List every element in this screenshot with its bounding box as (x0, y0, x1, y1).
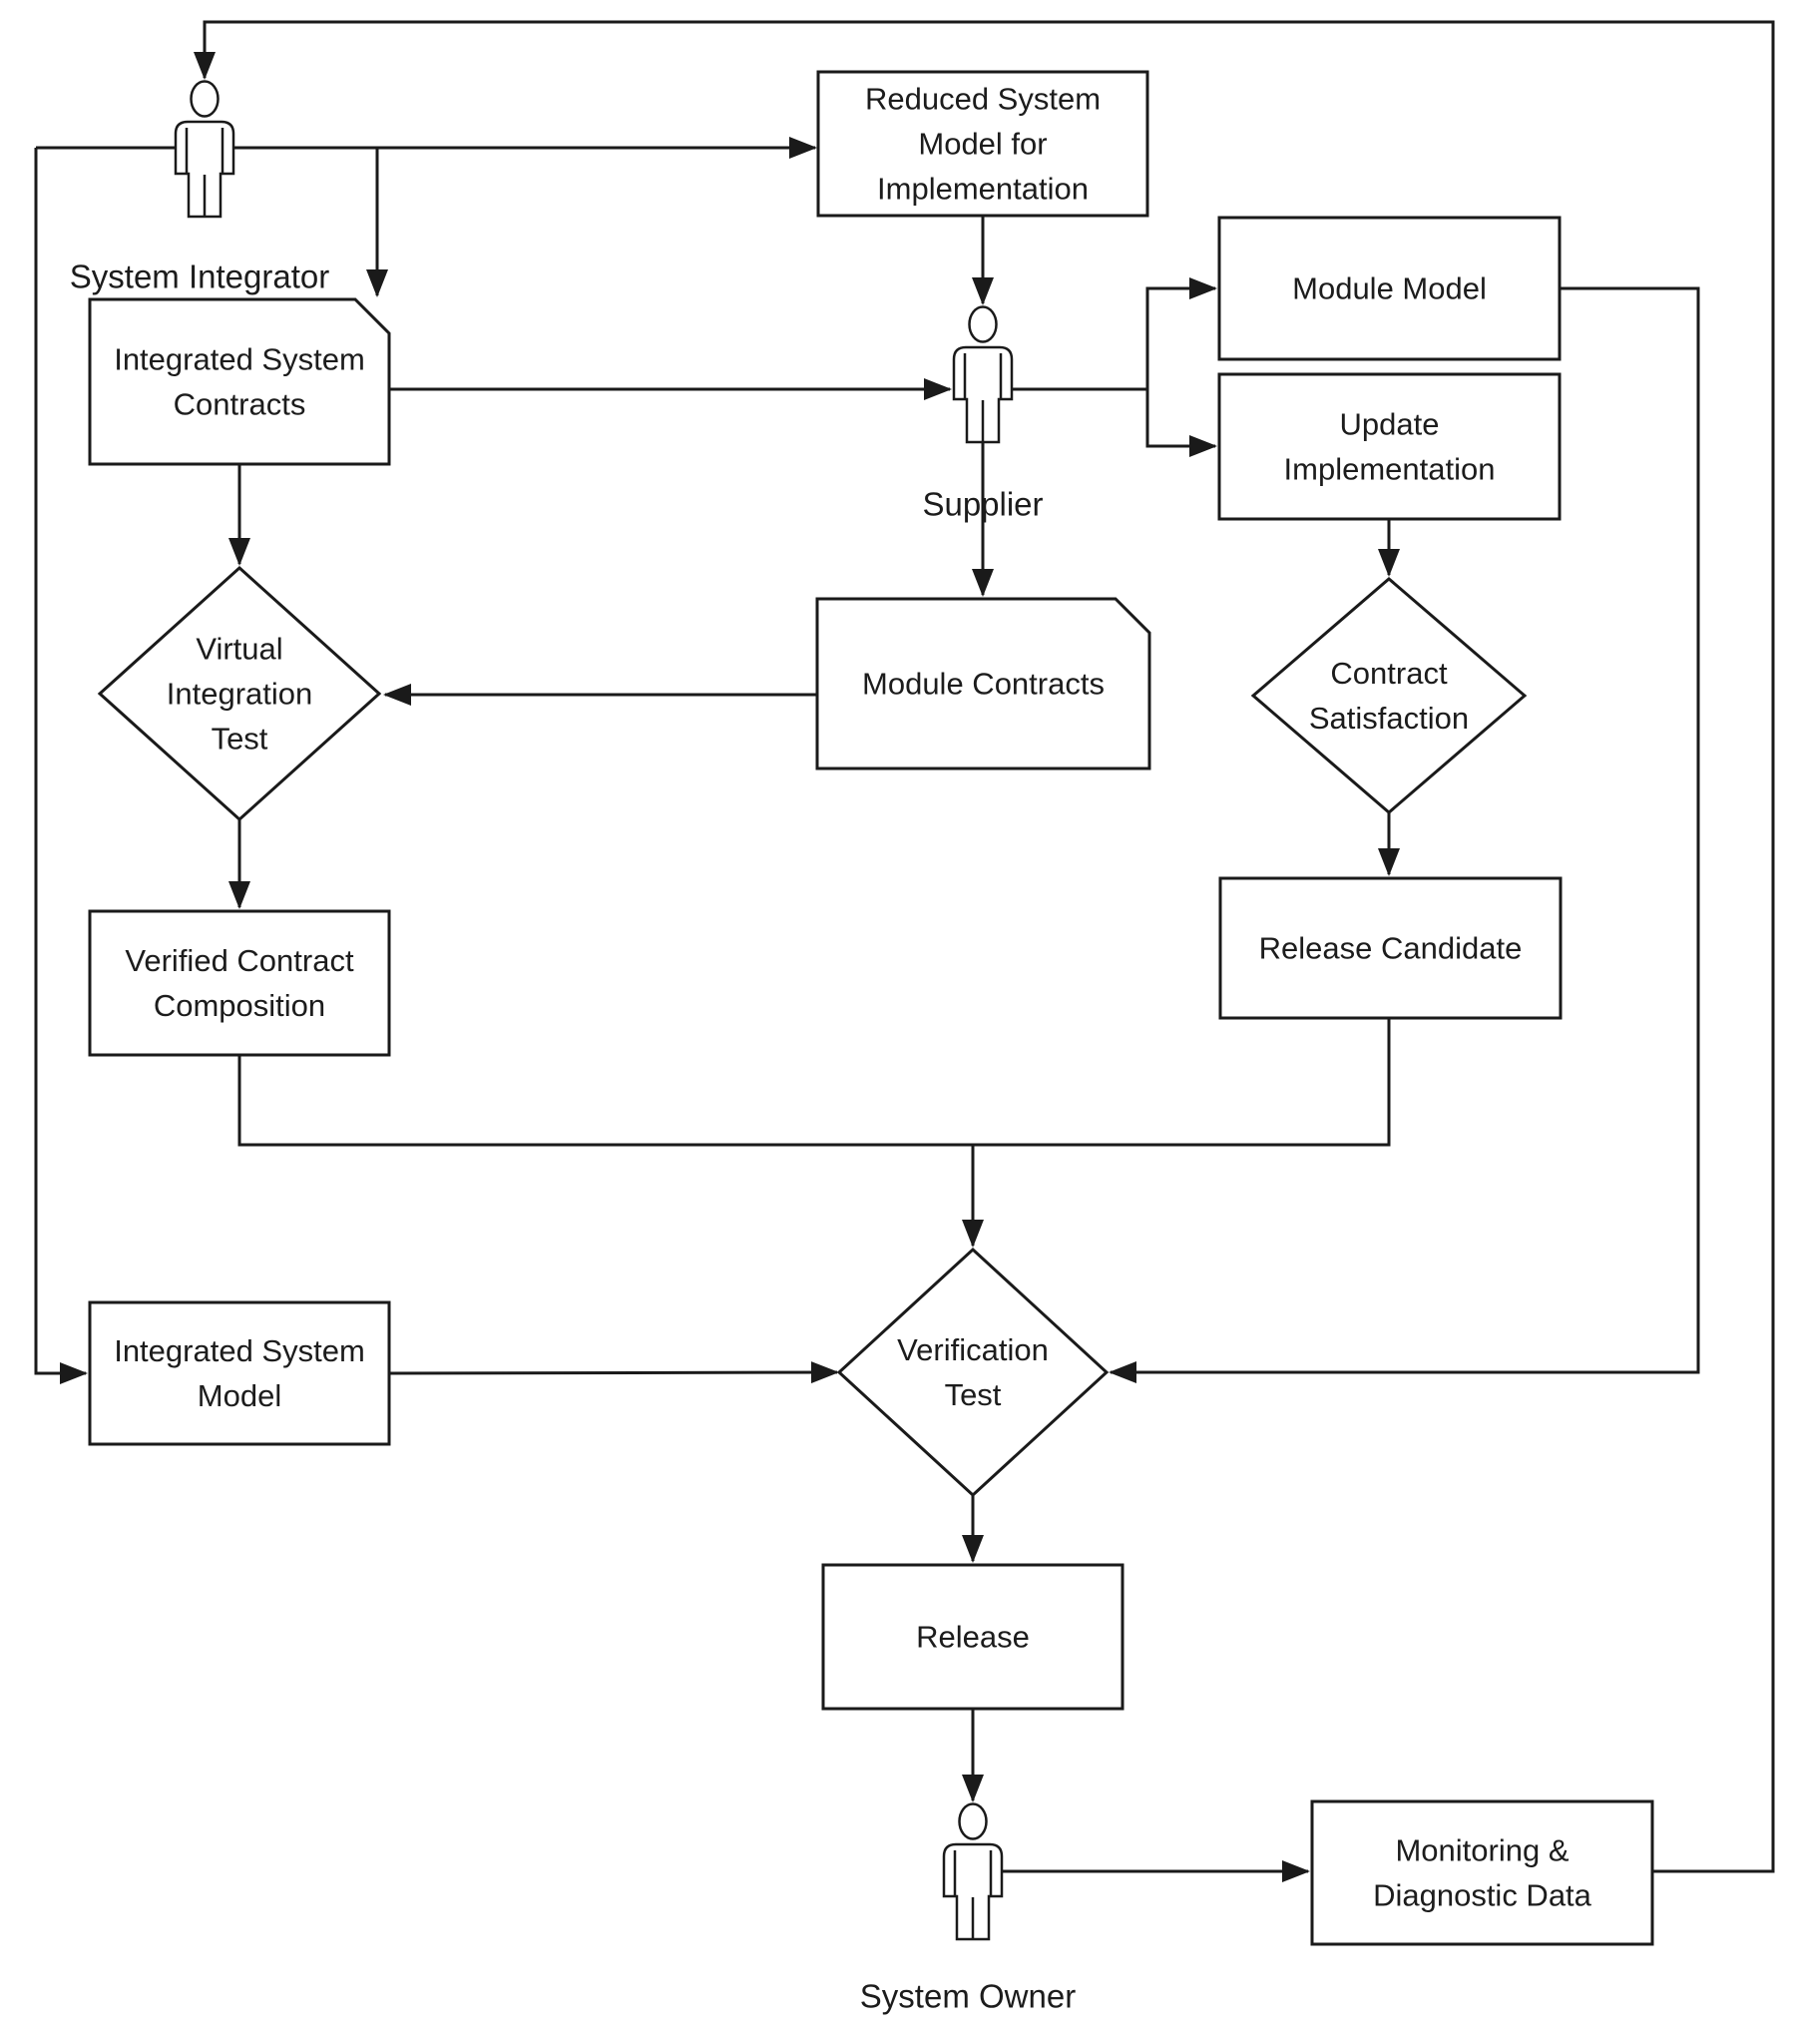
edge-model-to-verification (388, 1361, 839, 1384)
edge-candidate-drop (973, 1018, 1391, 1147)
verification-test-diamond (836, 1247, 1110, 1498)
person-limbs-system-owner (953, 1850, 993, 1939)
module-contracts-label: Module Contracts (862, 667, 1105, 702)
edge-module-model-to-verification (1109, 286, 1700, 1383)
verified-contract-composition-label: Composition (154, 988, 325, 1023)
release-candidate-box (1218, 876, 1563, 1020)
edge-branch-to-module-model (1145, 277, 1217, 389)
reduced-system-model-box (816, 70, 1149, 218)
monitoring-diagnostic-data-box (1310, 1799, 1654, 1946)
virtual-integration-test-label: Integration (167, 677, 313, 712)
virtual-integration-test-diamond (97, 565, 382, 822)
edge-composition-drop (237, 1055, 973, 1147)
virtual-integration-test-label: Test (212, 722, 268, 757)
person-limbs-supplier (963, 353, 1003, 442)
actor-label-supplier: Supplier (922, 486, 1043, 523)
integrated-system-contracts-label: Integrated System (114, 342, 365, 377)
actor-label-system-integrator: System Integrator (70, 258, 329, 295)
actor-system-owner (942, 1802, 1004, 1941)
contract-satisfaction-label: Satisfaction (1309, 701, 1469, 736)
person-icon-system-integrator (174, 120, 235, 219)
person-icon-supplier (952, 345, 1014, 444)
integrated-system-model-label: Integrated System (114, 1333, 365, 1368)
person-limbs-system-integrator (185, 128, 225, 217)
person-head-system-integrator (190, 80, 220, 118)
node-module-contracts: Module Contracts (815, 597, 1151, 770)
person-head-system-owner (958, 1802, 988, 1840)
reduced-system-model-label: Model for (918, 127, 1047, 162)
update-implementation-label: Implementation (1284, 452, 1496, 487)
monitoring-diagnostic-data-label: Monitoring & (1395, 1833, 1569, 1868)
update-implementation-box (1217, 372, 1562, 521)
integrated-system-contracts-label: Contracts (174, 387, 306, 422)
release-box (821, 1563, 1124, 1711)
person-icon-system-owner (942, 1842, 1004, 1941)
module-model-label: Module Model (1292, 271, 1487, 306)
release-candidate-label: Release Candidate (1259, 931, 1523, 966)
monitoring-diagnostic-data-label: Diagnostic Data (1373, 1878, 1592, 1913)
verification-test-label: Verification (897, 1332, 1049, 1367)
verification-test-label: Test (945, 1377, 1002, 1412)
node-release-candidate: Release Candidate (1218, 876, 1563, 1020)
reduced-system-model-label: Reduced System (865, 82, 1101, 117)
actor-label-system-owner: System Owner (860, 1978, 1076, 2015)
module-model-box (1217, 216, 1562, 361)
update-implementation-label: Update (1340, 407, 1440, 442)
contract-satisfaction-label: Contract (1330, 656, 1448, 691)
edge-integrator-left-loop (34, 148, 88, 1384)
integrated-system-model-label: Model (198, 1378, 281, 1413)
integrated-system-model-box (88, 1300, 391, 1446)
contract-satisfaction-diamond (1250, 577, 1528, 814)
actor-system-integrator (174, 80, 235, 219)
virtual-integration-test-label: Virtual (196, 632, 282, 667)
edge-loop-monitoring-to-integrator (194, 20, 1775, 1873)
node-module-model: Module Model (1217, 216, 1562, 361)
integrated-system-contracts-document-shape (88, 297, 391, 466)
module-contracts-document-shape (815, 597, 1151, 770)
verified-contract-composition-label: Verified Contract (125, 943, 354, 978)
node-release: Release (821, 1563, 1124, 1711)
reduced-system-model-label: Implementation (877, 172, 1089, 207)
verified-contract-composition-box (88, 909, 391, 1057)
person-head-supplier (968, 305, 998, 343)
release-label: Release (916, 1620, 1030, 1655)
edge-branch-to-update-implementation (1145, 389, 1217, 457)
actor-supplier (952, 305, 1014, 444)
node-monitoring-diagnostic-data: Monitoring & Diagnostic Data (1310, 1799, 1654, 1946)
